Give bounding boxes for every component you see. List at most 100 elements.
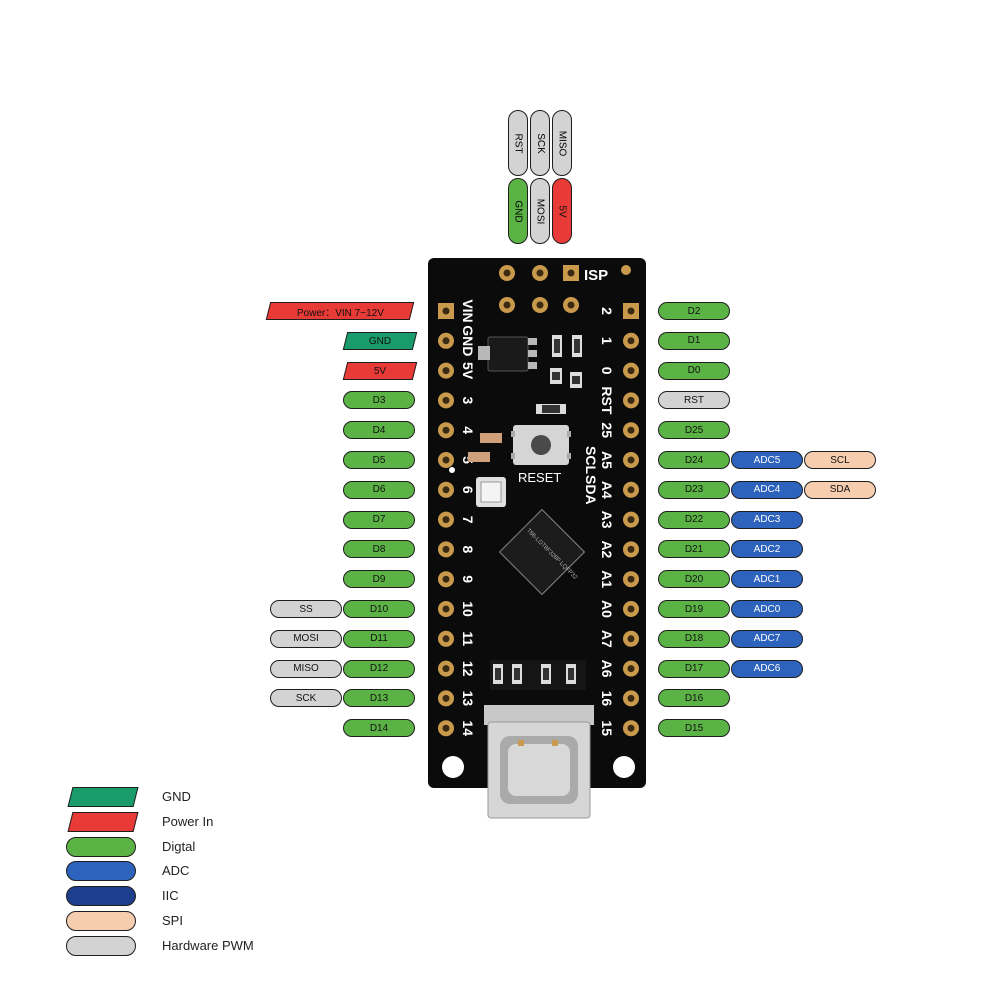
right-pin-5-adc-label: ADC5: [731, 451, 803, 469]
right-silk-2: 0: [599, 367, 615, 375]
isp-pin-5v: 5V: [552, 178, 572, 244]
left-silk-14: 14: [460, 720, 476, 736]
legend-swatch-iic: [66, 886, 136, 907]
right-pin-10-label: D19: [658, 600, 730, 618]
usb-c-connector: [484, 705, 594, 819]
left-silk-13: 13: [460, 691, 476, 707]
right-pin-6-label: D23: [658, 480, 730, 499]
isp-pads: [499, 265, 631, 313]
left-pin-5-label: D5: [343, 451, 415, 469]
left-pin-8-label: D8: [343, 540, 415, 559]
left-silk-11: 11: [460, 631, 476, 646]
voltage-regulator: [478, 336, 537, 372]
legend-label-adc: ADC: [162, 863, 190, 879]
left-silk-10: 10: [460, 601, 476, 617]
right-pad-hole-14: [627, 724, 635, 732]
reset-silk-label: RESET: [518, 470, 561, 485]
left-pad-hole-4: [442, 426, 450, 434]
left-pin-10-label: D10: [343, 600, 415, 618]
right-pin-6-adc-label: ADC4: [731, 480, 803, 499]
right-pad-hole-1: [627, 337, 635, 345]
left-pad-hole-0: [442, 307, 450, 315]
right-pad-hole-13: [627, 694, 635, 702]
right-silk-scl: SCL: [583, 446, 599, 474]
right-silk-13: 16: [599, 691, 615, 707]
left-silk-4: 4: [460, 426, 476, 434]
left-pin-11-label: D11: [343, 629, 415, 648]
isp-pin-gnd: GND: [508, 178, 528, 244]
right-pin-14-label: D15: [658, 719, 730, 738]
right-silk-12: A6: [599, 660, 615, 678]
left-silk-6: 6: [460, 486, 476, 494]
left-pin-12-label: D12: [343, 659, 415, 678]
left-silk-9: 9: [460, 575, 476, 583]
left-pad-hole-7: [442, 516, 450, 524]
left-pad-hole-3: [442, 396, 450, 404]
right-silk-11: A7: [599, 630, 615, 648]
legend-label-pwm: Hardware PWM: [162, 937, 254, 953]
right-header-pads: [623, 303, 639, 737]
legend-label-power: Power In: [162, 813, 214, 829]
right-pin-2-label: D0: [658, 361, 730, 380]
isp-pin-mosi: MOSI: [530, 178, 550, 244]
left-pad-hole-9: [442, 575, 450, 583]
left-pin-2-label: 5V: [342, 361, 418, 380]
right-pad-hole-3: [627, 396, 635, 404]
right-pin-8-adc-label: ADC2: [731, 540, 803, 559]
right-silk-6: A4: [599, 481, 615, 499]
legend-swatch-spi: [66, 911, 136, 931]
right-silk-14: 15: [599, 720, 615, 736]
left-pin-13-spi-label: SCK: [270, 689, 342, 708]
legend-swatch-gnd: [67, 787, 139, 807]
left-silk-2: 5V: [460, 362, 476, 380]
right-pad-hole-4: [627, 426, 635, 434]
left-pin-1-label: GND: [342, 331, 418, 350]
legend-label-gnd: GND: [162, 789, 191, 804]
left-pin-9-label: D9: [343, 570, 415, 589]
right-silk-3: RST: [599, 386, 615, 414]
isp-silk-label: ISP: [584, 267, 608, 284]
left-silk-0: VIN: [460, 299, 476, 322]
left-silk-7: 7: [460, 516, 476, 524]
left-header-pads: [438, 303, 454, 737]
crystal: [476, 477, 506, 507]
left-silk-12: 12: [460, 661, 476, 677]
right-silk-10: A0: [599, 600, 615, 618]
right-silk-sda: SDA: [583, 475, 599, 505]
left-silkscreen-labels: VINGND5V34567891011121314: [460, 299, 476, 736]
legend-swatch-adc: [66, 861, 136, 882]
left-pad-hole-12: [442, 665, 450, 673]
left-pin-10-spi-label: SS: [270, 600, 342, 618]
right-pin-0-label: D2: [658, 302, 730, 320]
right-pin-5-iic-label: SCL: [804, 451, 876, 469]
right-pad-hole-11: [627, 635, 635, 643]
left-pin-13-label: D13: [343, 689, 415, 708]
right-silk-5: A5: [599, 451, 615, 469]
silk-dots: [449, 467, 455, 473]
left-silk-8: 8: [460, 546, 476, 554]
right-pin-12-adc-label: ADC6: [731, 659, 803, 678]
right-pad-hole-6: [627, 486, 635, 494]
right-pad-hole-12: [627, 665, 635, 673]
left-pin-12-spi-label: MISO: [270, 659, 342, 678]
right-pad-hole-9: [627, 575, 635, 583]
right-silk-0: 2: [599, 307, 615, 315]
right-pad-hole-7: [627, 516, 635, 524]
isp-pin-miso: MISO: [552, 110, 572, 176]
legend-label-iic: IIC: [162, 888, 179, 904]
left-silk-1: GND: [460, 325, 476, 356]
left-pad-hole-10: [442, 605, 450, 613]
left-pad-hole-11: [442, 635, 450, 643]
left-pin-11-spi-label: MOSI: [270, 629, 342, 648]
left-pad-hole-14: [442, 724, 450, 732]
right-silk-8: A2: [599, 540, 615, 558]
reset-button: [511, 425, 571, 465]
right-pin-1-label: D1: [658, 331, 730, 350]
left-pin-0-label: Power：VIN 7~12V: [265, 302, 415, 320]
right-pad-hole-2: [627, 367, 635, 375]
right-pin-9-adc-label: ADC1: [731, 570, 803, 589]
legend-swatch-digital: [66, 836, 136, 857]
right-silk-1: 1: [599, 337, 615, 345]
left-pin-6-label: D6: [343, 480, 415, 499]
right-pad-hole-5: [627, 456, 635, 464]
